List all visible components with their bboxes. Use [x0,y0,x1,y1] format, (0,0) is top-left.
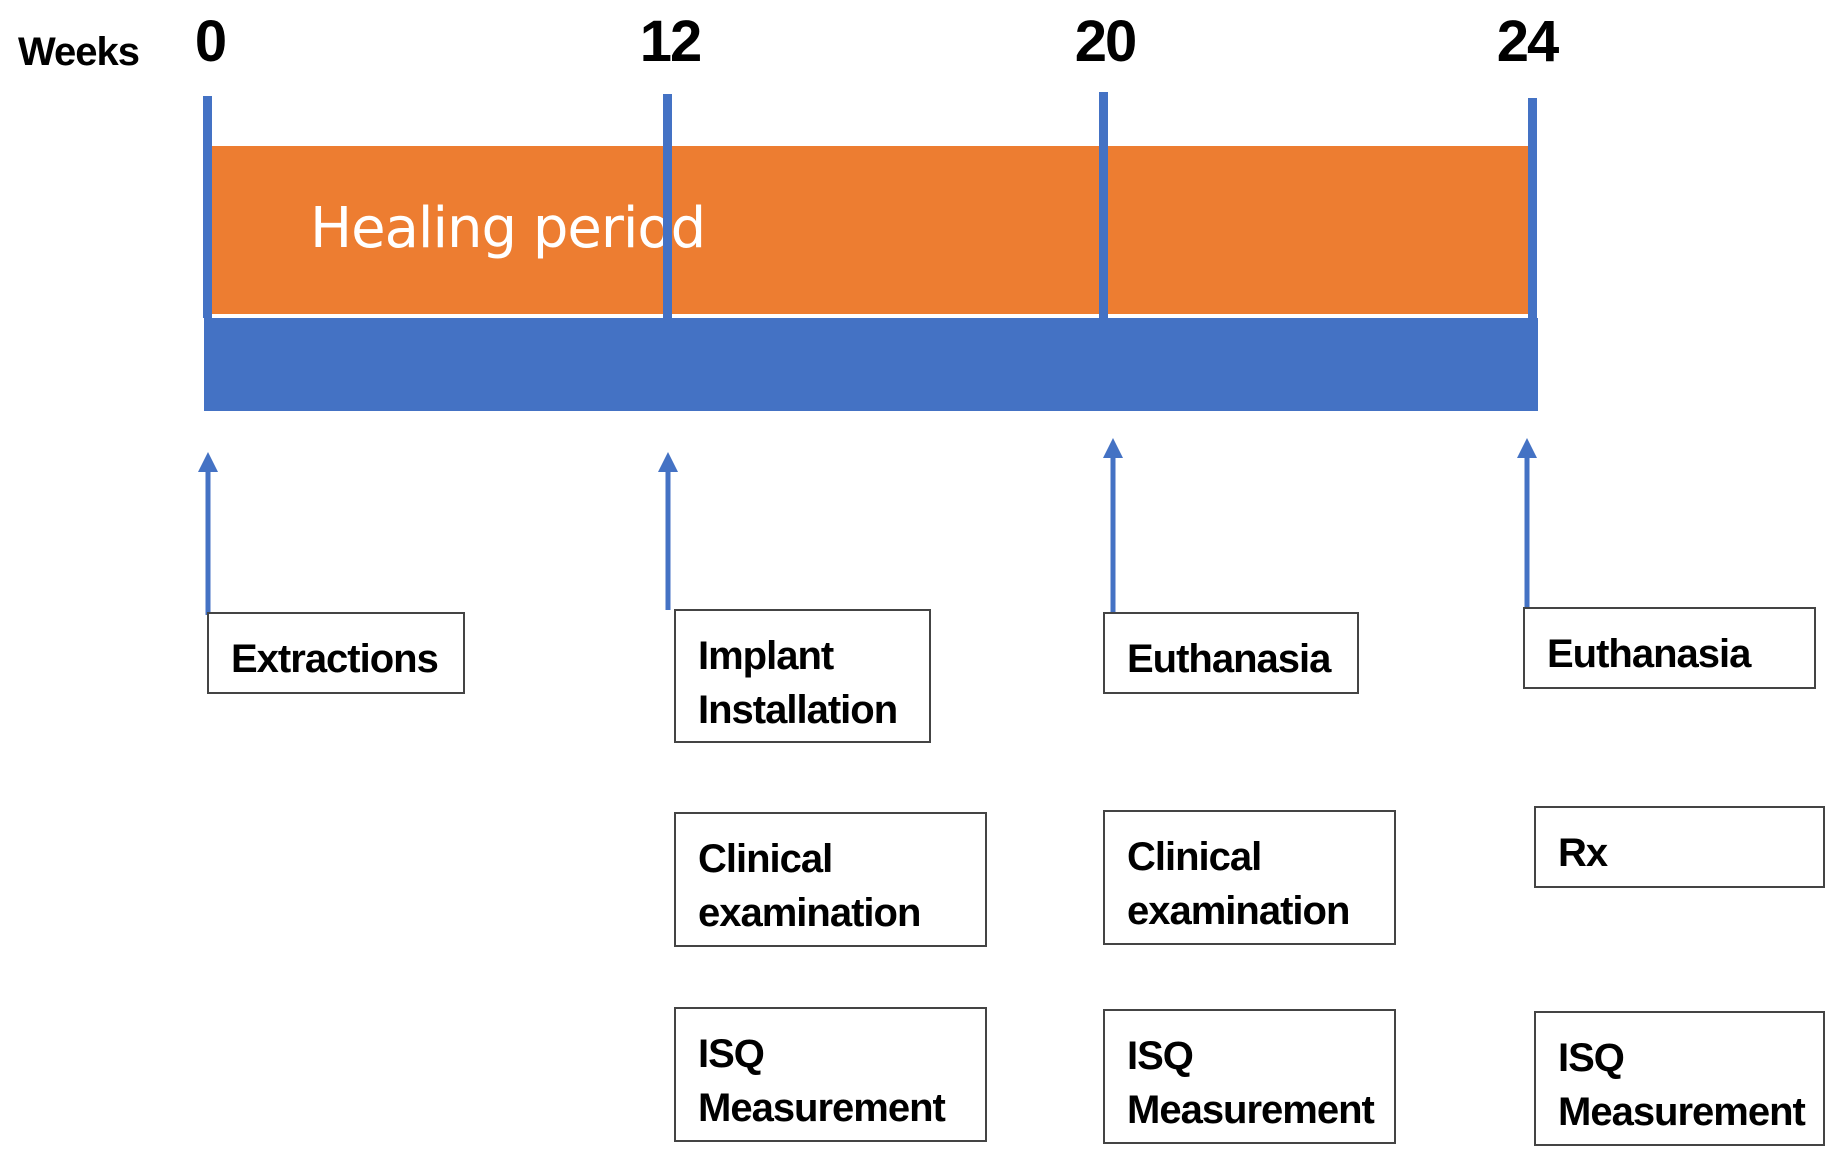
event-text: Installation [698,688,898,732]
event-box-clinical-examination-w20: Clinical examination [1103,810,1396,945]
event-box-implant-installation: Implant Installation [674,609,931,743]
week-12-arrow-icon [658,452,678,610]
event-box-euthanasia-w24: Euthanasia [1523,607,1816,689]
event-box-isq-measurement-w24: ISQ Measurement [1534,1011,1825,1146]
event-box-clinical-examination-w12: Clinical examination [674,812,987,947]
event-text: ISQ [1558,1036,1625,1080]
week-12-marker [663,94,672,318]
tick-label-week-0: 0 [194,9,227,74]
event-text: Extractions [231,637,439,681]
event-text: Measurement [1558,1090,1806,1134]
tick-label-week-20: 20 [1074,9,1137,74]
week-24-marker [1528,98,1537,318]
week-0-arrow-icon [198,452,218,615]
event-text: examination [698,891,921,935]
axis-unit-label: Weeks [18,30,140,74]
event-box-isq-measurement-w20: ISQ Measurement [1103,1009,1396,1144]
event-text: ISQ [1127,1034,1194,1078]
event-text: Euthanasia [1127,637,1331,681]
event-text: Clinical [698,837,833,881]
event-box-rx: Rx [1534,806,1825,888]
week-0-marker [203,96,212,318]
healing-period-bar [205,146,1531,314]
event-text: Rx [1558,831,1608,875]
event-text: Measurement [698,1086,946,1130]
event-text: Measurement [1127,1088,1375,1132]
event-box-isq-measurement-w12: ISQ Measurement [674,1007,987,1142]
event-text: Clinical [1127,835,1262,879]
event-text: examination [1127,889,1350,933]
tick-label-week-12: 12 [639,9,702,74]
event-box-euthanasia-w20: Euthanasia [1103,612,1359,694]
timeline-bar [204,318,1538,411]
bar-separator [205,314,1531,318]
week-24-arrow-icon [1517,438,1537,611]
week-20-marker [1099,92,1108,318]
tick-label-week-24: 24 [1496,9,1559,74]
event-text: Euthanasia [1547,632,1751,676]
event-text: ISQ [698,1032,765,1076]
healing-period-label: Healing period [310,196,706,261]
event-box-extractions: Extractions [207,612,465,694]
event-text: Implant [698,634,834,678]
week-20-arrow-icon [1103,438,1123,613]
